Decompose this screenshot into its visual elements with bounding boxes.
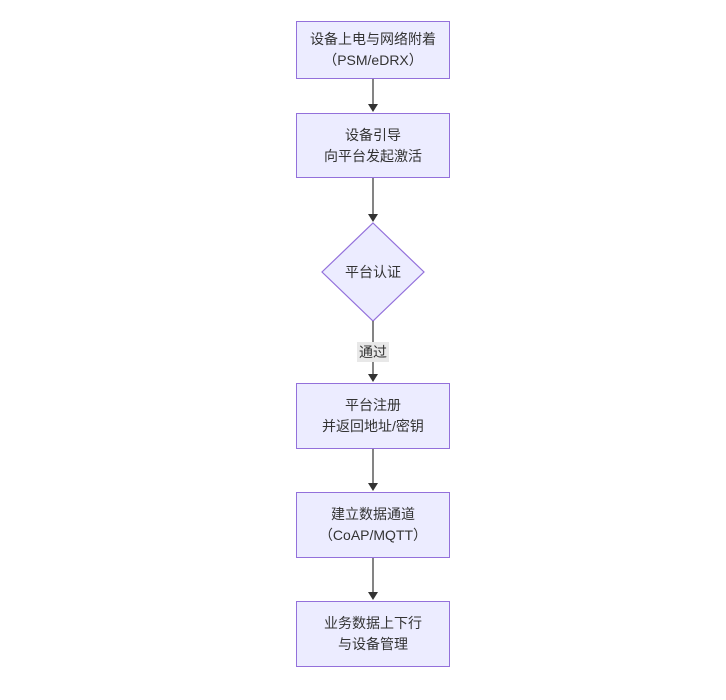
node-power-attach: 设备上电与网络附着 （PSM/eDRX） [296, 21, 450, 79]
arrowhead-icon [368, 592, 378, 600]
node-business: 业务数据上下行 与设备管理 [296, 601, 450, 667]
arrowhead-icon [368, 483, 378, 491]
node-business-line2: 与设备管理 [338, 636, 408, 652]
node-bootstrap-line2: 向平台发起激活 [324, 147, 422, 164]
arrowhead-icon [368, 374, 378, 382]
node-register-line2: 并返回地址/密钥 [322, 418, 424, 434]
node-bootstrap: 设备引导 向平台发起激活 [296, 113, 450, 178]
arrowhead-icon [368, 104, 378, 112]
arrowhead-icon [368, 214, 378, 222]
node-power-attach-line2: （PSM/eDRX） [323, 52, 423, 68]
node-register: 平台注册 并返回地址/密钥 [296, 383, 450, 449]
edge-label-pass: 通过 [357, 342, 389, 362]
node-data-channel-line2: （CoAP/MQTT） [318, 527, 428, 543]
node-data-channel: 建立数据通道 （CoAP/MQTT） [296, 492, 450, 558]
node-data-channel-line1: 建立数据通道 [331, 506, 415, 522]
node-platform-auth-label: 平台认证 [345, 264, 401, 280]
node-power-attach-line1: 设备上电与网络附着 [310, 31, 436, 47]
node-business-line1: 业务数据上下行 [324, 615, 422, 631]
node-bootstrap-line1: 设备引导 [345, 126, 401, 143]
node-register-line1: 平台注册 [345, 397, 401, 413]
